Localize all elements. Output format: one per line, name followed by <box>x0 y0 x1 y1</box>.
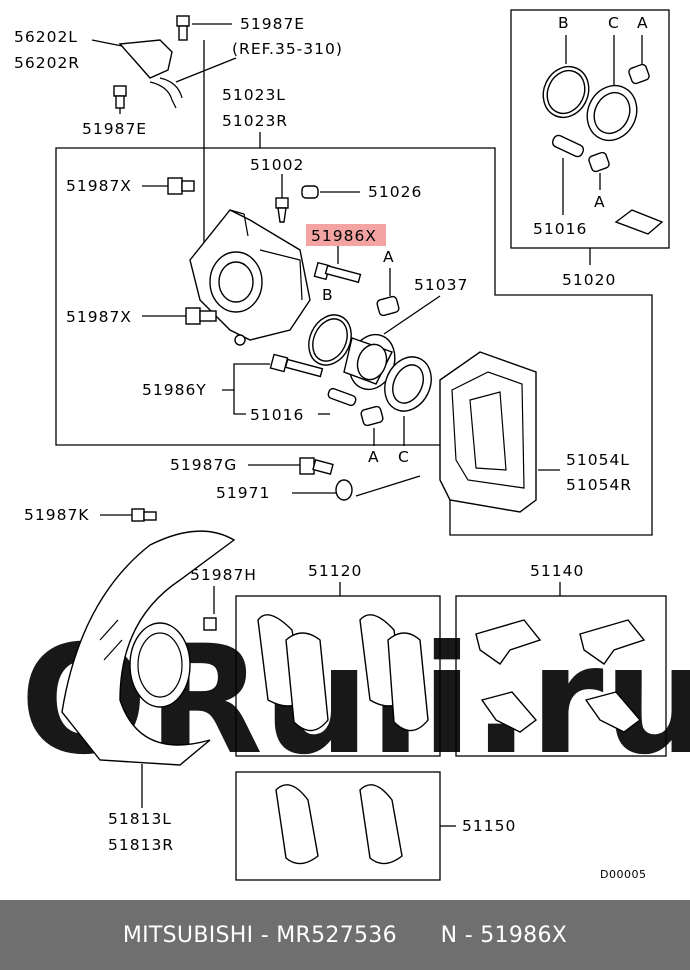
label-51987e-top: 51987E <box>240 15 305 33</box>
boot-a-main-top <box>376 295 400 317</box>
label-51987x-b: 51987X <box>66 308 132 326</box>
parts-diagram: ORuli.ru 51020 B C A 51016 A 56202L 5620… <box>14 9 690 881</box>
caliper-bracket <box>439 351 537 513</box>
piston-seal-main <box>308 314 352 366</box>
footer-reference: N - 51986X <box>440 922 568 948</box>
label-51026: 51026 <box>368 183 422 201</box>
label-56202r: 56202R <box>14 54 80 72</box>
caliper-body <box>189 209 311 346</box>
dust-shield <box>61 530 236 766</box>
bolt-51987x-b <box>185 307 217 325</box>
dust-boot-main <box>384 356 432 412</box>
label-ref: (REF.35-310) <box>232 40 343 58</box>
bolt-51987g <box>299 457 334 476</box>
footer-bar: MITSUBISHI - MR527536 N - 51986X <box>0 900 690 970</box>
label-51986x: 51986X <box>311 227 377 245</box>
label-51987g: 51987G <box>170 456 237 474</box>
label-51987h: 51987H <box>190 566 257 584</box>
footer-part-number: MR527536 <box>276 922 397 948</box>
bolt-51987e-left <box>113 85 127 109</box>
caliper-assembly-outline <box>55 147 653 536</box>
label-51140: 51140 <box>530 562 584 580</box>
diagram-code: D00005 <box>600 868 646 881</box>
bushing-51971 <box>335 479 353 501</box>
piston <box>343 333 396 391</box>
bolt-51987e-top <box>176 15 190 41</box>
pad-clips-box <box>455 595 667 757</box>
label-51987k: 51987K <box>24 506 89 524</box>
label-56202l: 56202L <box>14 28 78 46</box>
footer-brand: MITSUBISHI <box>122 922 254 948</box>
label-51120: 51120 <box>308 562 362 580</box>
pin-51016-main <box>327 387 357 407</box>
label-51054r: 51054R <box>566 476 632 494</box>
label-51002: 51002 <box>250 156 304 174</box>
label-51813r: 51813R <box>108 836 174 854</box>
label-51054l: 51054L <box>566 451 630 469</box>
bleeder-cap <box>301 185 319 199</box>
boot-a-main-bottom <box>360 405 384 427</box>
label-51986y: 51986Y <box>142 381 207 399</box>
guide-bolt-51986y <box>269 353 324 378</box>
brake-pads-box <box>235 595 441 757</box>
letter-a-main-bottom: A <box>368 448 380 466</box>
shims-box <box>235 771 441 881</box>
letter-c-kit: C <box>608 14 620 32</box>
highlight-51986x <box>306 224 386 246</box>
letter-b-main: B <box>322 286 334 304</box>
label-51987x-a: 51987X <box>66 177 132 195</box>
letter-a-main-top: A <box>383 248 395 266</box>
brake-pads <box>257 614 429 732</box>
bolt-51987x-a <box>167 177 195 195</box>
pad-clips <box>475 619 646 733</box>
label-51987e-left: 51987E <box>82 120 147 138</box>
label-51016-kit: 51016 <box>533 220 587 238</box>
label-51813l: 51813L <box>108 810 172 828</box>
label-51023r: 51023R <box>222 112 288 130</box>
bleeder-screw <box>275 197 289 223</box>
label-51016-main: 51016 <box>250 406 304 424</box>
bolt-51987k <box>131 508 157 522</box>
letter-b-kit: B <box>558 14 570 32</box>
label-51037: 51037 <box>414 276 468 294</box>
label-51020: 51020 <box>562 271 616 289</box>
bolt-51987h <box>203 617 217 631</box>
letter-a-kit-top: A <box>637 14 649 32</box>
guide-bolt-51986x <box>313 261 362 284</box>
hose-bracket <box>118 39 173 79</box>
kit-parts: B C A 51016 A <box>533 14 664 238</box>
label-51023l: 51023L <box>222 86 286 104</box>
letter-c-main: C <box>398 448 410 466</box>
label-51150: 51150 <box>462 817 516 835</box>
label-51971: 51971 <box>216 484 270 502</box>
pad-shims <box>275 784 403 865</box>
letter-a-kit-bottom: A <box>594 193 606 211</box>
